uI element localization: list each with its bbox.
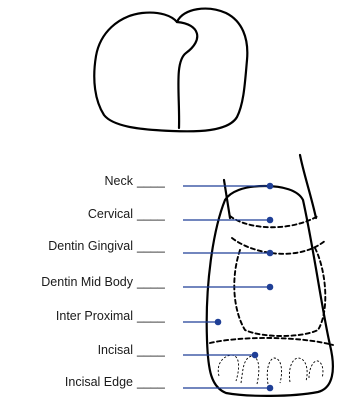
blank-incisal: ____ (136, 343, 166, 357)
blank-incisal-edge: ____ (136, 375, 166, 389)
label-dentin-mid-body: Dentin Mid Body (41, 275, 133, 289)
dot-neck (267, 183, 274, 190)
dot-inter-proximal (215, 319, 222, 326)
incisal-zone-boundary (210, 338, 333, 345)
dot-incisal (252, 352, 259, 359)
blank-cervical: ____ (136, 207, 166, 221)
dot-dentin-gingival (267, 250, 274, 257)
label-inter-proximal: Inter Proximal (56, 309, 133, 323)
blank-neck: ____ (136, 174, 166, 188)
label-incisal-edge: Incisal Edge (65, 375, 133, 389)
root-line-right (300, 155, 316, 218)
dot-dentin-mid-body (267, 284, 274, 291)
blank-dentin-mid-body: ____ (136, 275, 166, 289)
cervical-zone-boundary (230, 216, 318, 227)
label-incisal: Incisal (98, 343, 133, 357)
label-cervical: Cervical (88, 207, 133, 221)
blank-inter-proximal: ____ (136, 309, 166, 323)
label-neck: Neck (105, 174, 134, 188)
tooth-top-view (94, 9, 247, 132)
label-group: Neck ____ Cervical ____ Dentin Gingival … (41, 174, 166, 389)
dentin-mid-body-boundary (234, 248, 325, 336)
dot-cervical (267, 217, 274, 224)
label-dentin-gingival: Dentin Gingival (48, 239, 133, 253)
dot-incisal-edge (267, 385, 274, 392)
leader-group (183, 183, 273, 392)
blank-dentin-gingival: ____ (136, 239, 166, 253)
mamelons (218, 355, 323, 384)
tooth-cross-section (207, 155, 333, 396)
